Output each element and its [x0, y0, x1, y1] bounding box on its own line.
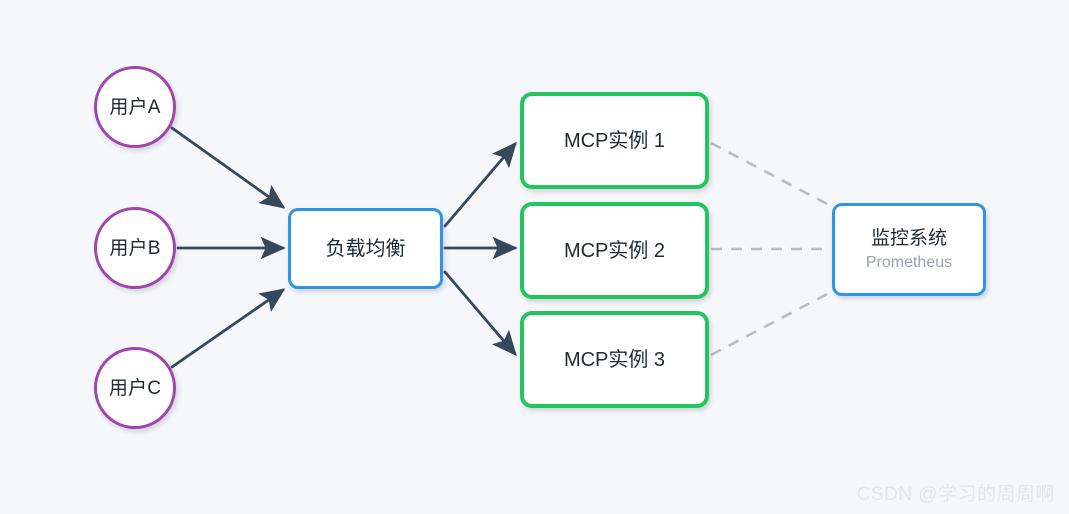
- csdn-watermark: CSDN @学习的周周啊: [856, 484, 1055, 505]
- load-balancer-label: 负载均衡: [325, 237, 406, 260]
- edge-mcp-3-monitor: [710, 290, 832, 357]
- node-mcp-instance-1[interactable]: MCP实例 1: [520, 92, 709, 189]
- edge-lb-mcp-3: [443, 270, 517, 357]
- node-mcp-instance-2[interactable]: MCP实例 2: [520, 202, 709, 299]
- user-b-label: 用户B: [109, 237, 161, 259]
- node-user-a[interactable]: 用户A: [94, 66, 176, 148]
- edge-lb-mcp-1: [443, 141, 517, 228]
- mcp-instance-1-label: MCP实例 1: [563, 129, 666, 152]
- edge-user-a-lb: [170, 126, 286, 209]
- user-a-label: 用户A: [109, 96, 161, 118]
- node-mcp-instance-3[interactable]: MCP实例 3: [520, 311, 709, 408]
- node-monitor-system[interactable]: 监控系统 Prometheus: [832, 203, 986, 296]
- edge-mcp-1-monitor: [710, 141, 832, 208]
- monitor-subtitle: Prometheus: [865, 253, 953, 271]
- user-c-label: 用户C: [108, 377, 162, 399]
- edge-user-c-lb: [170, 288, 286, 369]
- monitor-title: 监控系统: [870, 227, 947, 249]
- mcp-instance-2-label: MCP实例 2: [563, 239, 666, 262]
- mcp-instance-3-label: MCP实例 3: [563, 348, 666, 371]
- node-user-b[interactable]: 用户B: [94, 207, 176, 289]
- node-user-c[interactable]: 用户C: [94, 347, 176, 429]
- node-load-balancer[interactable]: 负载均衡: [288, 208, 443, 289]
